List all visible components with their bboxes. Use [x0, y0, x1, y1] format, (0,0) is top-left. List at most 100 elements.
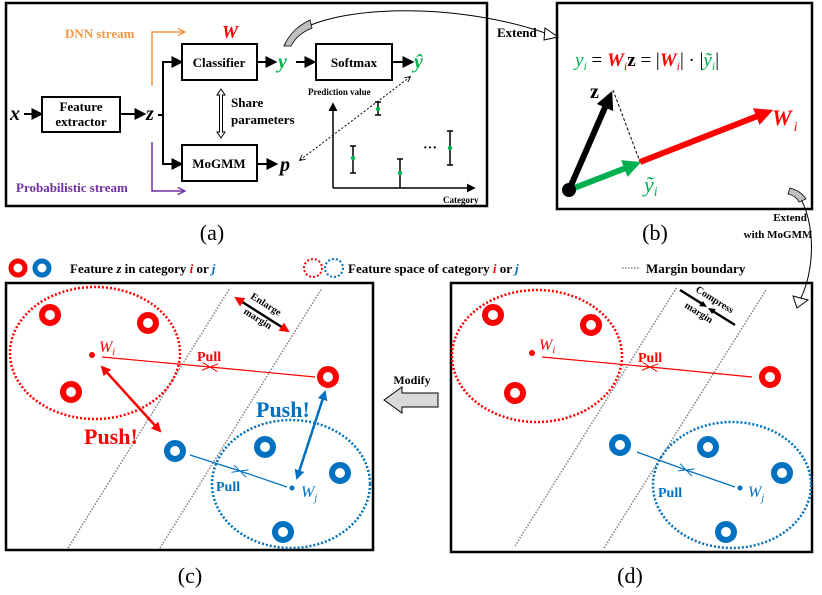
classifier-label: Classifier — [193, 55, 246, 70]
extend-arrow-tail — [283, 19, 313, 47]
compress-margin-arrow-left — [679, 288, 705, 307]
push-arrow-blue — [294, 390, 328, 480]
extend-mogmm-label-2: with MoGMM — [744, 229, 813, 241]
share-label-1: Share — [231, 95, 263, 110]
extend-mogmm-arrow-tail — [787, 187, 807, 203]
weight-W: W — [222, 22, 240, 42]
vector-z — [566, 91, 614, 192]
enlarge-margin-arrow — [234, 296, 290, 333]
error-bars — [350, 101, 453, 188]
panel-a-frame — [4, 1, 489, 208]
pull-arrow-j — [686, 470, 736, 488]
extend-mogmm-arrow-head — [792, 295, 810, 309]
features-j — [609, 434, 793, 543]
extend-arrow-head — [543, 27, 560, 41]
vector-y-tilde-label: ỹi — [642, 172, 658, 200]
branch-lines — [158, 61, 181, 165]
feature-extractor-label-2: extractor — [55, 114, 106, 129]
legend-blue-feature-icon — [32, 258, 52, 278]
dnn-stream-label: DNN stream — [65, 26, 135, 41]
link-dotted-arrow — [300, 77, 410, 160]
panel-a: DNN stream Probabilistic stream x Featur… — [4, 1, 489, 208]
center-W-j-label: Wj — [301, 484, 317, 504]
features-j — [164, 436, 351, 543]
category-label: Category — [443, 195, 479, 205]
extend-label: Extend — [497, 25, 538, 40]
extend-mogmm-label-1: Extend — [773, 212, 807, 224]
panel-b-frame — [555, 1, 814, 211]
pull-arrow-i — [101, 356, 210, 367]
margin-boundary — [603, 289, 767, 549]
legend-margin-label: Margin boundary — [646, 261, 746, 276]
vector-z-label: z — [590, 81, 599, 103]
center-W-i-label: Wi — [539, 337, 555, 356]
push-label-red: Push! — [84, 424, 138, 449]
panel-a-caption: (a) — [200, 220, 224, 245]
panel-d-caption: (d) — [617, 563, 643, 588]
pull-arrow-i — [541, 356, 650, 367]
modify-arrow — [383, 386, 439, 414]
feature-z: z — [145, 103, 154, 125]
panel-c-caption: (c) — [178, 563, 202, 588]
prediction-value-label: Prediction value — [308, 87, 371, 97]
projection-dashed-line — [612, 89, 641, 163]
pull-arrow-j — [189, 454, 240, 471]
legend: Feature z in category i or j Feature spa… — [8, 258, 746, 278]
mogmm-label: MoGMM — [192, 156, 245, 171]
modify-label: Modify — [393, 373, 430, 387]
feature-extractor-box — [41, 96, 121, 133]
compress-arrowhead — [699, 301, 707, 307]
feature-space-j — [210, 418, 372, 550]
output-y-hat: ŷ — [412, 51, 423, 73]
pull-arrow-i — [210, 367, 316, 378]
center-W-i — [89, 352, 95, 358]
features-i — [482, 304, 781, 404]
center-W-j — [737, 485, 743, 491]
push-label-blue: Push! — [256, 397, 310, 422]
compress-margin-label-2: margin — [682, 300, 715, 326]
panel-c-frame — [4, 281, 375, 552]
dnn-stream-arrow — [151, 32, 184, 86]
feature-space-i — [8, 285, 182, 421]
legend-red-feature-icon — [8, 258, 28, 278]
pull-label-red: Pull — [197, 350, 221, 365]
legend-blue-space-icon — [324, 258, 344, 278]
center-W-i — [529, 350, 535, 356]
feature-extractor-label-1: Feature — [59, 99, 102, 114]
output-y: y — [276, 51, 287, 73]
share-label-2: parameters — [231, 112, 295, 127]
input-x: x — [9, 103, 20, 125]
feature-space-j — [651, 420, 813, 550]
panel-d: Wi Pull Wj Pull Compress margin — [449, 281, 814, 554]
legend-red-space-icon — [303, 258, 323, 278]
legend-feature-label: Feature z in category i or j — [70, 261, 216, 276]
legend-space-label: Feature space of category i or j — [348, 261, 519, 276]
pull-arrow-j — [636, 451, 686, 470]
feature-space-i — [450, 288, 624, 424]
output-p: p — [278, 154, 290, 176]
center-W-j — [289, 485, 295, 491]
compress-arrowhead — [708, 308, 716, 314]
features-i — [39, 304, 339, 403]
classifier-box — [181, 43, 258, 81]
softmax-label: Softmax — [331, 55, 378, 70]
share-double-arrow — [216, 88, 226, 139]
panel-c: Wi Pull Push! Wj Pull Push! Enlarge marg… — [4, 281, 375, 552]
origin-dot — [562, 183, 576, 197]
center-W-i-label: Wi — [99, 339, 115, 358]
panel-b-caption: (b) — [642, 220, 668, 245]
vector-W-i — [638, 108, 774, 165]
pull-arrow-j — [240, 471, 288, 488]
vector-y-tilde — [567, 160, 642, 193]
pull-arrow-i — [650, 367, 753, 378]
center-W-j-label: Wj — [748, 484, 764, 504]
pull-label-red: Pull — [638, 351, 662, 366]
push-arrow-red — [100, 365, 162, 433]
compress-margin-arrow-right — [710, 308, 736, 327]
pull-label-blue: Pull — [216, 480, 240, 495]
probabilistic-stream-arrow — [151, 142, 184, 191]
margin-boundary — [159, 287, 323, 549]
